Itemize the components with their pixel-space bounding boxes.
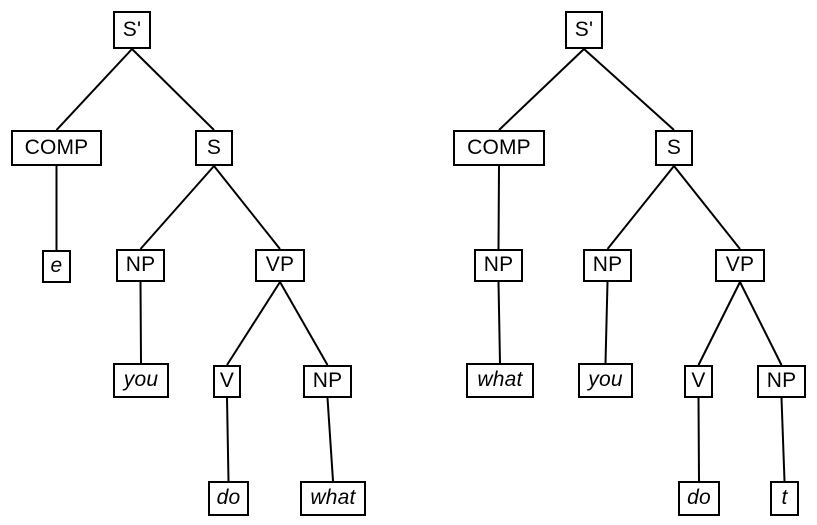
tree-node-l-np2: NP	[303, 365, 352, 398]
tree-node-r-s: S	[655, 130, 693, 166]
tree-node-label: S	[206, 135, 222, 159]
tree-node-label: t	[781, 486, 788, 509]
tree-edge-l-s-to-l-np1	[139, 165, 215, 250]
tree-node-label: S'	[122, 17, 142, 41]
tree-node-label: e	[50, 254, 63, 277]
tree-edge-l-sbar-to-l-s	[131, 48, 215, 131]
tree-node-r-v: V	[684, 365, 713, 398]
tree-node-r-what: what	[466, 363, 534, 398]
tree-node-r-np2: NP	[757, 365, 806, 398]
tree-node-label: NP	[312, 369, 343, 392]
tree-node-label: COMP	[24, 135, 89, 159]
tree-node-label: NP	[766, 369, 797, 392]
tree-edge-r-vp-to-r-np2	[739, 281, 783, 366]
tree-node-l-vp: VP	[255, 249, 305, 282]
tree-node-label: do	[216, 486, 241, 509]
tree-node-r-np1: NP	[583, 249, 632, 282]
tree-edge-r-np1-to-r-you	[604, 281, 609, 364]
tree-node-r-you: you	[578, 363, 633, 398]
tree-edge-r-np0-to-r-what	[497, 281, 501, 364]
tree-node-label: what	[310, 486, 356, 509]
tree-edge-r-sbar-to-r-s	[583, 48, 675, 131]
tree-node-label: V	[219, 369, 235, 392]
tree-node-label: S	[666, 135, 682, 159]
tree-node-l-you: you	[113, 363, 169, 398]
tree-node-label: V	[691, 369, 706, 392]
tree-node-label: NP	[483, 253, 514, 276]
tree-node-r-np0: NP	[474, 249, 523, 282]
tree-edge-r-v-to-r-do	[697, 397, 700, 482]
tree-edge-l-vp-to-l-v	[226, 281, 281, 366]
tree-node-l-v: V	[213, 365, 241, 398]
tree-node-label: do	[687, 486, 711, 509]
tree-edge-l-np1-to-l-you	[139, 281, 142, 364]
tree-node-label: NP	[125, 253, 156, 276]
tree-node-label: S'	[574, 17, 594, 41]
tree-node-r-sbar: S'	[565, 11, 603, 49]
tree-node-label: what	[477, 368, 523, 391]
tree-edge-l-s-to-l-vp	[213, 165, 281, 250]
tree-edge-l-sbar-to-l-comp	[55, 48, 133, 131]
tree-edge-l-v-to-l-do	[226, 397, 230, 482]
tree-node-label: NP	[592, 253, 623, 276]
tree-edge-r-comp-to-r-np0	[497, 165, 500, 250]
tree-edge-l-np2-to-l-what	[326, 397, 334, 482]
tree-node-label: VP	[265, 253, 295, 276]
tree-node-l-comp: COMP	[11, 130, 102, 166]
tree-node-r-vp: VP	[715, 249, 765, 282]
tree-node-r-do: do	[678, 481, 720, 516]
tree-node-label: COMP	[467, 135, 531, 159]
tree-node-l-do: do	[208, 481, 249, 516]
tree-edge-r-vp-to-r-v	[697, 281, 741, 366]
tree-node-r-t: t	[770, 481, 799, 516]
tree-node-l-what: what	[300, 481, 366, 516]
tree-node-label: VP	[725, 253, 755, 276]
tree-node-label: you	[588, 368, 623, 391]
tree-edge-r-sbar-to-r-comp	[498, 48, 585, 131]
tree-node-l-s: S	[195, 130, 233, 166]
tree-edge-r-s-to-r-vp	[673, 165, 741, 250]
tree-node-l-sbar: S'	[113, 11, 151, 49]
tree-edge-r-s-to-r-np1	[606, 165, 675, 250]
tree-edge-r-np2-to-r-t	[780, 397, 786, 482]
tree-node-label: you	[123, 368, 159, 391]
tree-edge-l-vp-to-l-np2	[279, 281, 329, 366]
tree-node-r-comp: COMP	[453, 130, 545, 166]
tree-node-l-np1: NP	[116, 249, 165, 282]
tree-node-l-e: e	[42, 250, 71, 283]
